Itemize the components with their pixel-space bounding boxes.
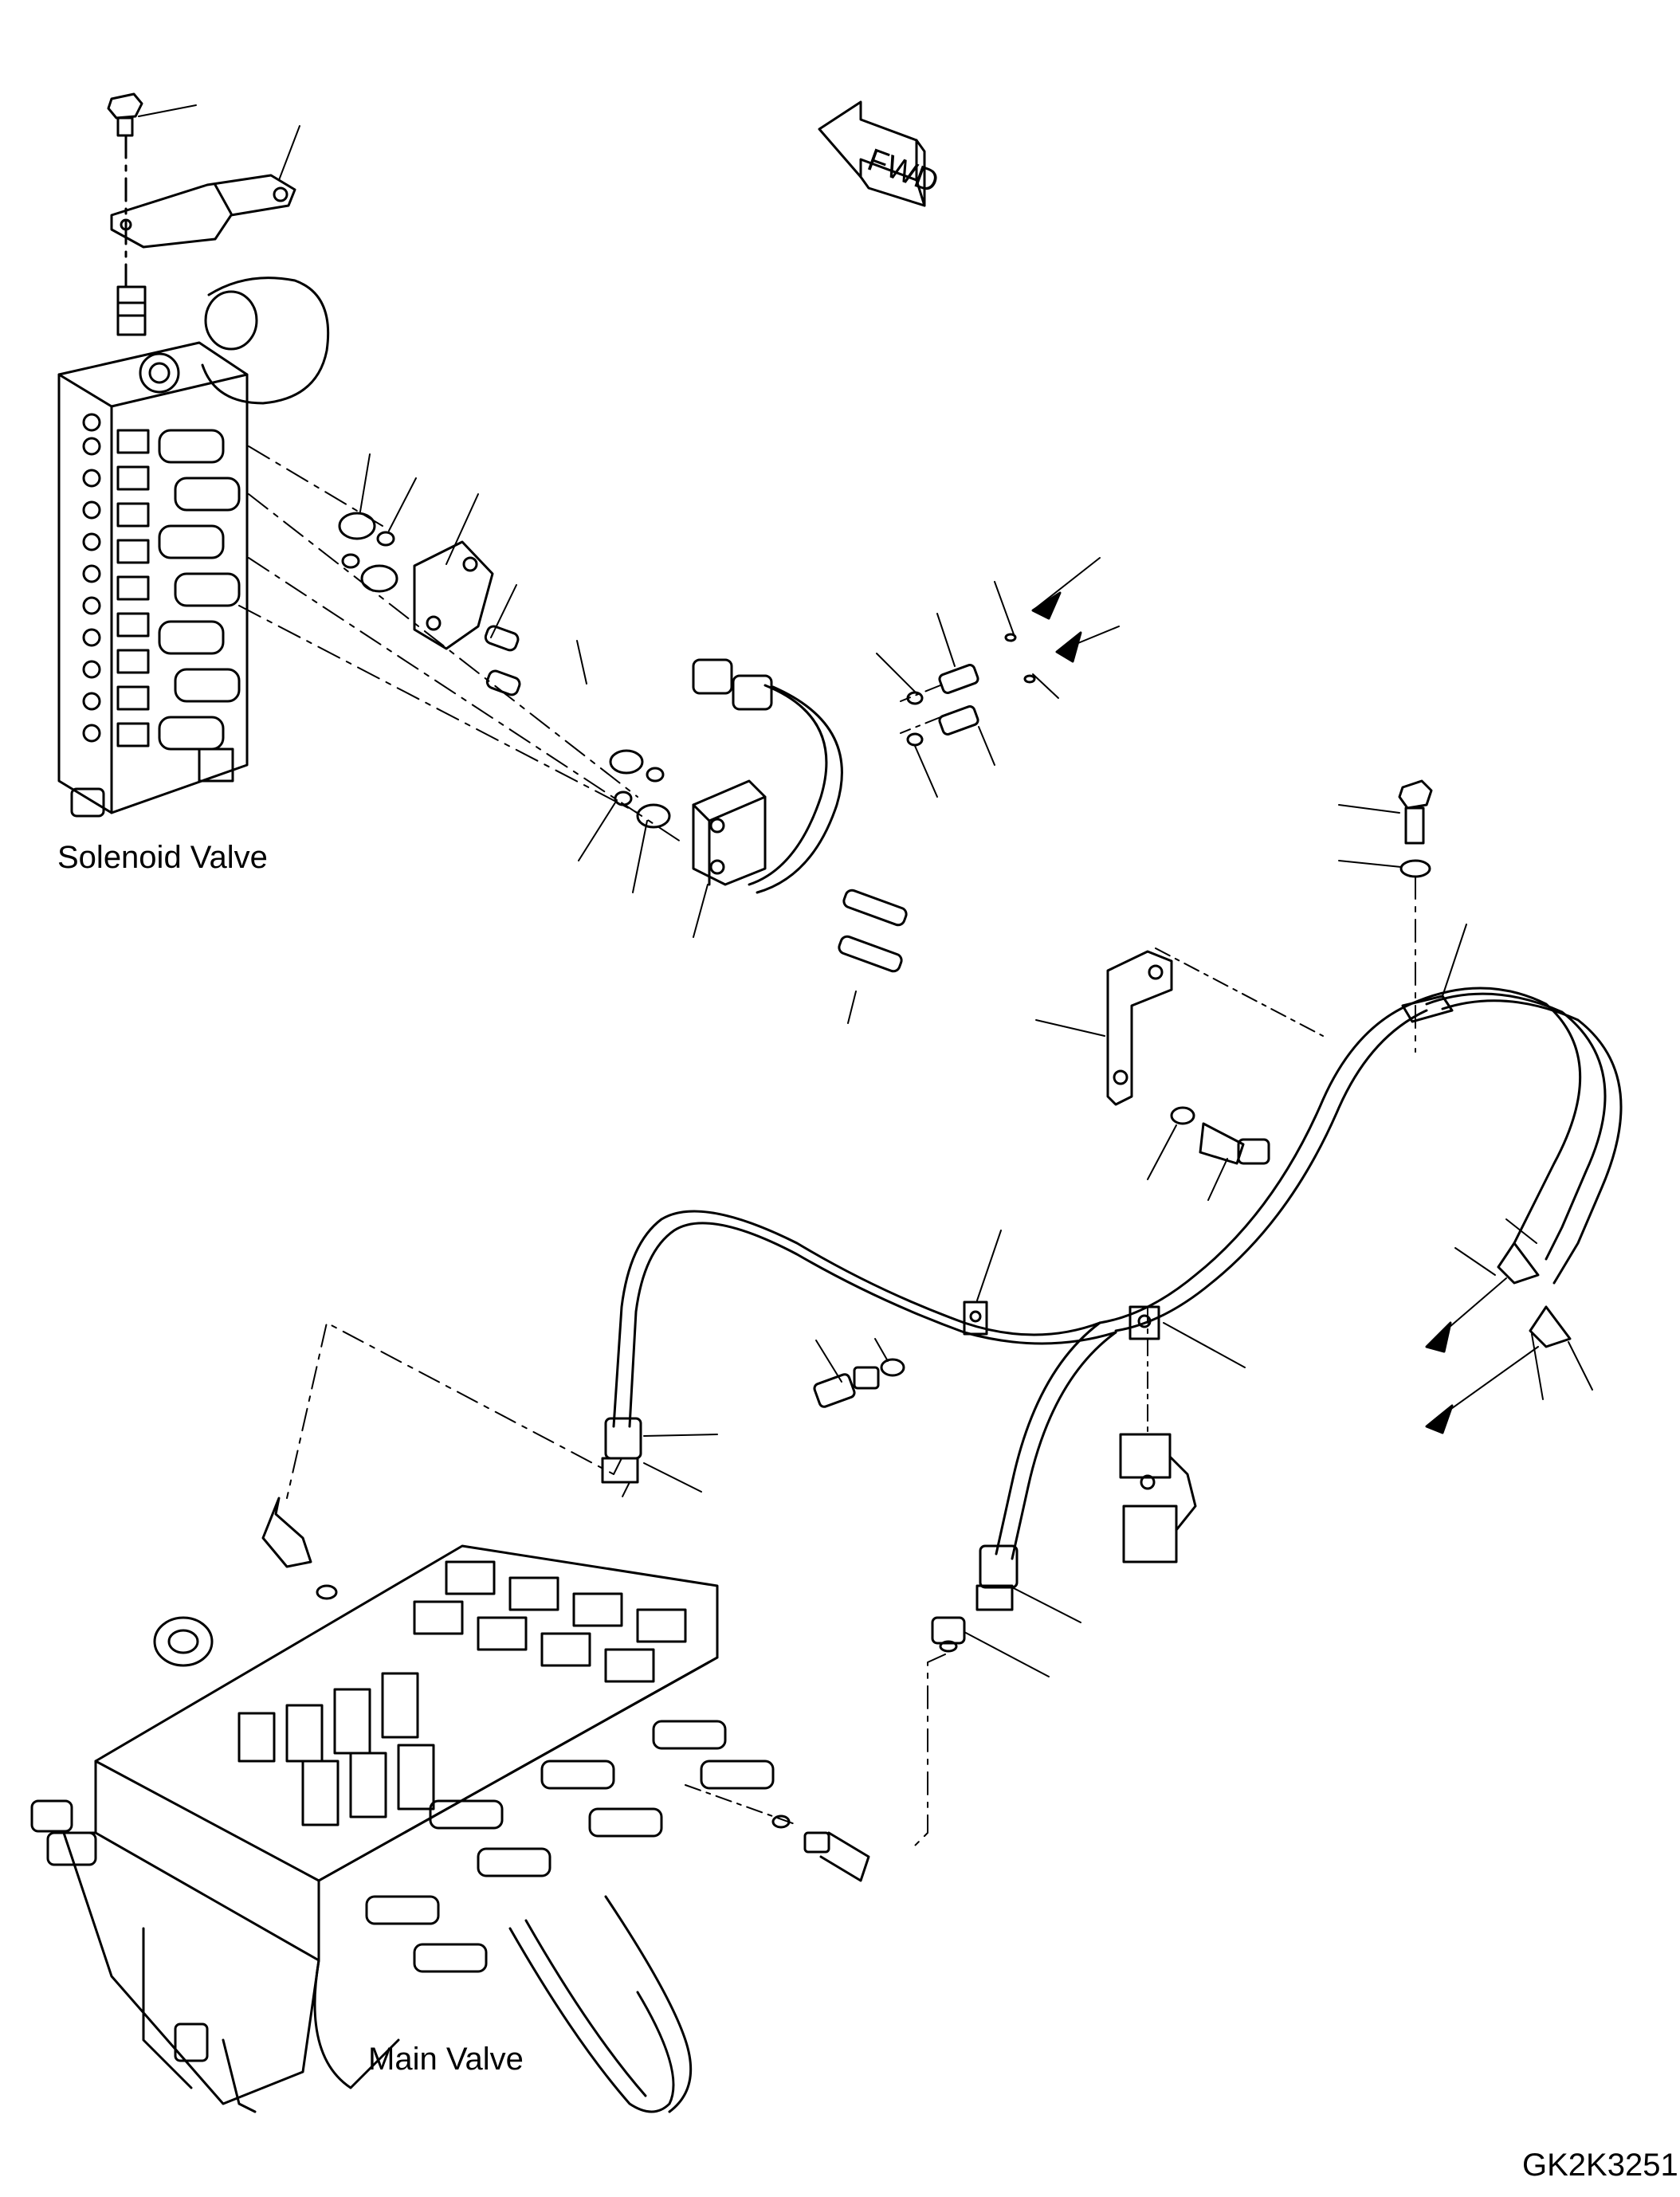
drawing-code: GK2K3251 (1522, 2148, 1678, 2183)
solenoid-valve-assembly (57, 92, 330, 818)
main-valve-label: Main Valve (368, 2042, 524, 2077)
port-cover-parts (238, 445, 686, 845)
pilot-hoses (286, 1210, 1197, 1846)
fwd-direction-arrow: FWD (818, 100, 943, 207)
solenoid-valve-label: Solenoid Valve (57, 840, 268, 875)
main-valve-assembly (30, 1497, 870, 2113)
hose-bracket-assembly (1098, 779, 1623, 1434)
pressure-switch-block (692, 557, 1120, 973)
callout-leaders (138, 104, 1593, 1677)
